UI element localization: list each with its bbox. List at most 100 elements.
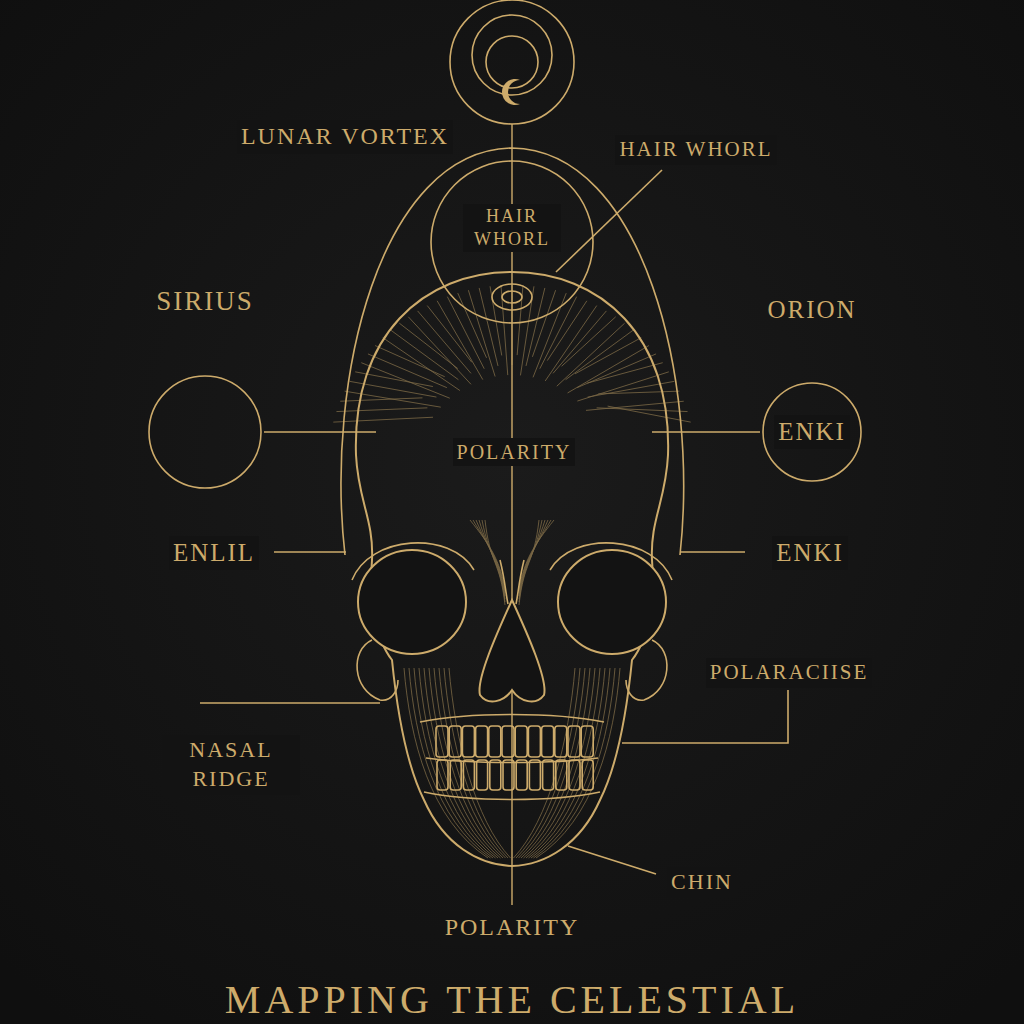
hatch-line — [368, 354, 447, 388]
part-label: POLARITY — [441, 911, 584, 944]
hatch-line — [391, 330, 459, 380]
leader-line — [652, 431, 760, 433]
hatch-line — [361, 363, 449, 399]
hatch-line — [534, 668, 616, 858]
hatch-line — [409, 668, 491, 858]
hatch-line — [519, 520, 542, 602]
skull-outline — [356, 272, 668, 866]
hatch-line — [598, 391, 679, 394]
head-outline — [341, 148, 684, 555]
hatch-line — [514, 668, 576, 858]
leader-line — [200, 702, 380, 704]
leader-line — [680, 551, 745, 553]
hatch-line — [479, 288, 498, 366]
hatch-line — [545, 306, 597, 381]
tooth — [489, 726, 501, 757]
hatch-line — [468, 290, 495, 376]
hatch-line — [437, 301, 483, 380]
hatching — [333, 285, 690, 858]
hatch-line — [485, 520, 505, 605]
hatch-line — [519, 520, 548, 596]
hatch-line — [519, 520, 554, 590]
hatch-line — [553, 311, 606, 373]
hatch-line — [439, 668, 506, 858]
circle-heading: SIRIUS — [156, 284, 254, 319]
tooth — [529, 760, 540, 790]
orbit-circle: HAIR WHORL — [430, 160, 594, 324]
part-label: LUNAR VORTEX — [237, 120, 453, 153]
hatch-line — [568, 346, 649, 393]
leader-line — [274, 551, 346, 553]
hatch-line — [566, 330, 634, 380]
tooth — [462, 726, 474, 757]
tooth — [503, 760, 514, 790]
hatch-line — [419, 668, 496, 858]
hatch-line — [414, 668, 493, 858]
tooth — [542, 726, 554, 757]
hatch-line — [557, 323, 625, 386]
hatch-line — [531, 668, 610, 858]
circle-heading: ORION — [767, 294, 856, 327]
label-holder: POLARITY — [453, 438, 576, 466]
label-holder: ENKI — [772, 536, 848, 571]
hatch-line — [350, 381, 437, 397]
title-holder: MAPPING THE CELESTIAL — [225, 974, 799, 1024]
brow-ridge — [352, 543, 474, 580]
eye-socket — [358, 550, 466, 654]
hatch-line — [517, 285, 523, 355]
title: MAPPING THE CELESTIAL — [225, 974, 799, 1024]
hatch-line — [345, 391, 441, 407]
label-holder: POLARACIISE — [706, 658, 873, 687]
hatch-line — [519, 520, 545, 599]
hatch-line — [473, 520, 505, 593]
hatch-line — [434, 668, 503, 858]
hatch-line — [532, 290, 555, 357]
hatch-line — [336, 408, 427, 412]
hatch-line — [562, 317, 616, 366]
part-label: HAIR WHORL — [615, 135, 776, 164]
tooth — [516, 760, 527, 790]
label-holder: POLARITY — [441, 911, 584, 944]
hatch-line — [447, 297, 484, 369]
hatch-line — [444, 668, 508, 858]
part-label: CHIN — [667, 867, 737, 898]
hatch-line — [333, 417, 433, 422]
lower-jaw — [424, 792, 600, 800]
tooth — [490, 760, 501, 790]
hatch-line — [519, 668, 586, 858]
hatch-line — [608, 406, 691, 422]
vortex-ring — [450, 0, 574, 124]
hatch-line — [521, 668, 590, 858]
circle-outline — [148, 375, 262, 489]
brow-ridge — [550, 543, 672, 580]
hatch-line — [408, 317, 471, 385]
part-label: POLARACIISE — [706, 658, 873, 687]
tooth — [502, 726, 514, 757]
part-label: ENLIL — [169, 536, 259, 571]
hatch-line — [587, 363, 662, 383]
part-label: NASAL RIDGE — [162, 735, 300, 794]
upper-jaw — [420, 715, 604, 723]
hatch-line — [470, 520, 505, 590]
leader-bracket — [622, 690, 788, 743]
tooth — [476, 726, 488, 757]
tooth — [555, 726, 567, 757]
hatch-line — [519, 520, 539, 605]
circle-outline — [149, 376, 261, 488]
leader-line — [264, 431, 376, 433]
hatch-line — [547, 301, 587, 361]
tooth — [528, 726, 540, 757]
part-label: ENKI — [772, 536, 848, 571]
circle-outline — [431, 161, 593, 323]
hatch-line — [427, 306, 472, 363]
hatch-line — [418, 311, 471, 373]
circle-label: ENKI — [774, 415, 850, 450]
orbit-circle: SIRIUS — [148, 375, 262, 489]
orbit-circle: ORIONENKI — [762, 382, 862, 482]
label-holder: CHIN — [667, 867, 737, 898]
hatch-line — [449, 668, 511, 858]
